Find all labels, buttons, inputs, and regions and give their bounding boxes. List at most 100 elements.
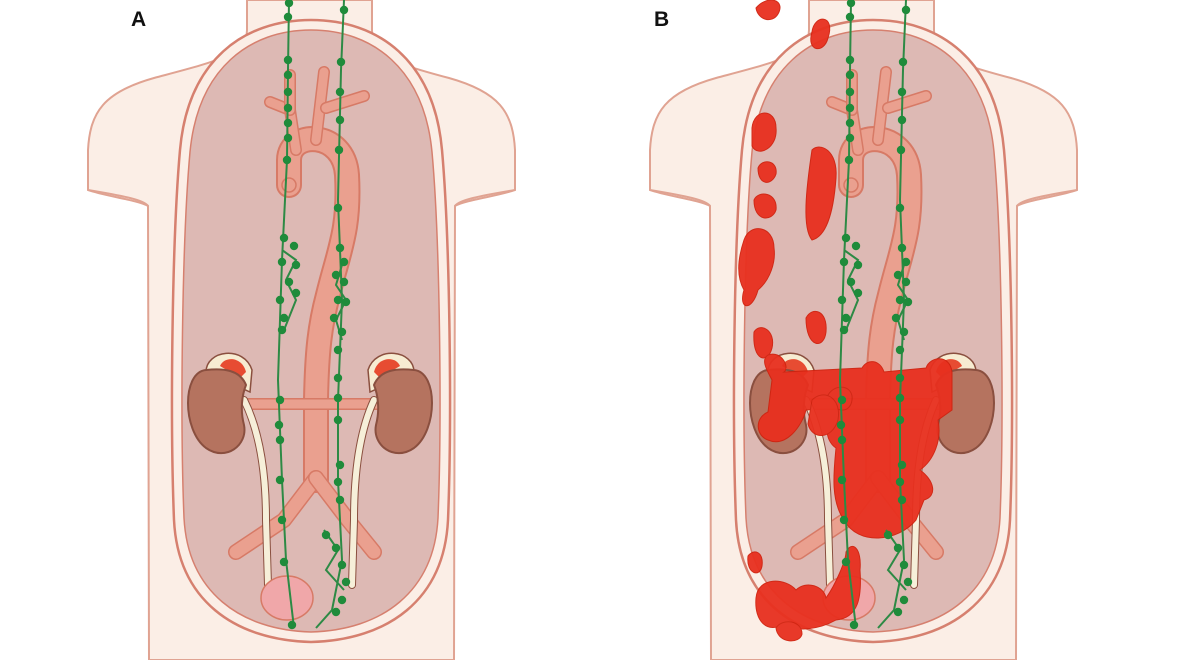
lymph-node <box>895 373 905 383</box>
lymph-node <box>897 460 907 470</box>
torso-illustration <box>649 0 1078 660</box>
lymph-node <box>846 0 856 8</box>
adrenal-right-core <box>374 359 400 378</box>
lymph-node <box>895 295 905 305</box>
lymph-node <box>891 313 901 323</box>
lymph-node <box>896 145 906 155</box>
lymph-node <box>836 420 846 430</box>
metastasis-14 <box>775 621 803 642</box>
metastasis-1 <box>755 0 781 21</box>
kidney-right <box>372 368 433 455</box>
lymph-node <box>284 277 294 287</box>
lymph-node <box>845 87 855 97</box>
lymph-node <box>851 241 861 251</box>
panel-label-a: A <box>131 8 147 31</box>
lymph-node <box>841 313 851 323</box>
lymph-node <box>895 393 905 403</box>
lymph-node <box>844 155 854 165</box>
lymph-node <box>897 243 907 253</box>
metastasis-7 <box>753 327 774 359</box>
metastasis-6 <box>738 228 775 307</box>
lymph-node <box>893 543 903 553</box>
lymph-node <box>283 12 293 22</box>
lymph-node <box>291 260 301 270</box>
kidney-left <box>187 368 248 455</box>
lymph-node <box>846 277 856 287</box>
lymph-node <box>901 5 911 15</box>
lymph-node <box>839 325 849 335</box>
lymph-node <box>339 257 349 267</box>
lymph-node <box>274 420 284 430</box>
lymph-node <box>275 295 285 305</box>
lymph-branch-pelvic <box>323 529 345 591</box>
lymph-node <box>329 313 339 323</box>
lymph-vessel-left <box>838 0 857 629</box>
lymph-vessel-left <box>276 0 295 629</box>
lymph-node <box>282 155 292 165</box>
lymph-node <box>845 12 855 22</box>
lymph-node <box>899 560 909 570</box>
lymph-node <box>283 133 293 143</box>
lymph-node <box>893 607 903 617</box>
lymph-node <box>335 460 345 470</box>
lymph-node <box>895 345 905 355</box>
lymph-node <box>277 515 287 525</box>
lymph-node <box>839 515 849 525</box>
lymph-node <box>335 87 345 97</box>
lymph-node <box>337 560 347 570</box>
lymph-node <box>895 203 905 213</box>
lymph-node <box>341 577 351 587</box>
panel-b-metastases: B <box>600 0 1200 660</box>
lymph-node <box>284 0 294 8</box>
lymph-node <box>275 395 285 405</box>
lymph-node <box>277 257 287 267</box>
panel-a-normal: A <box>87 0 516 660</box>
lymph-node <box>279 233 289 243</box>
lymph-node-group <box>836 0 913 630</box>
lymph-node <box>883 530 893 540</box>
metastasis-9 <box>805 310 827 344</box>
lymph-node <box>339 5 349 15</box>
lymph-node <box>901 257 911 267</box>
lymph-node <box>841 557 851 567</box>
lymph-node <box>333 373 343 383</box>
lymph-node <box>845 55 855 65</box>
lymph-node <box>849 620 859 630</box>
adrenal-left-core <box>220 359 246 378</box>
lymph-node <box>336 57 346 67</box>
iliac-artery <box>309 471 381 559</box>
lymph-node <box>898 57 908 67</box>
aorta-root <box>843 177 859 193</box>
lymph-node <box>837 395 847 405</box>
lymph-node <box>335 495 345 505</box>
right-arm-line <box>454 189 516 207</box>
right-arm-line <box>1016 189 1078 207</box>
lymph-node <box>893 270 903 280</box>
lymph-node <box>283 55 293 65</box>
lymph-node <box>283 118 293 128</box>
lymph-node <box>337 595 347 605</box>
lymph-node <box>275 475 285 485</box>
lymph-node <box>899 595 909 605</box>
lymph-node <box>901 277 911 287</box>
lymph-node <box>903 297 913 307</box>
lymph-node <box>341 297 351 307</box>
lymph-node <box>279 557 289 567</box>
ureter-left <box>241 397 271 588</box>
lymph-node <box>845 133 855 143</box>
lymph-node <box>333 203 343 213</box>
aorta-root <box>281 177 297 193</box>
lymph-node <box>331 607 341 617</box>
lymph-node <box>897 87 907 97</box>
metastasis-3 <box>751 112 777 152</box>
lymph-node <box>335 115 345 125</box>
lymph-node <box>845 118 855 128</box>
metastasis-12 <box>747 551 763 574</box>
lymph-node <box>331 543 341 553</box>
lymph-node <box>899 327 909 337</box>
lymph-node <box>279 313 289 323</box>
lymph-node <box>289 241 299 251</box>
metastasis-8 <box>805 146 837 241</box>
bladder <box>260 575 314 621</box>
lymph-node <box>331 270 341 280</box>
